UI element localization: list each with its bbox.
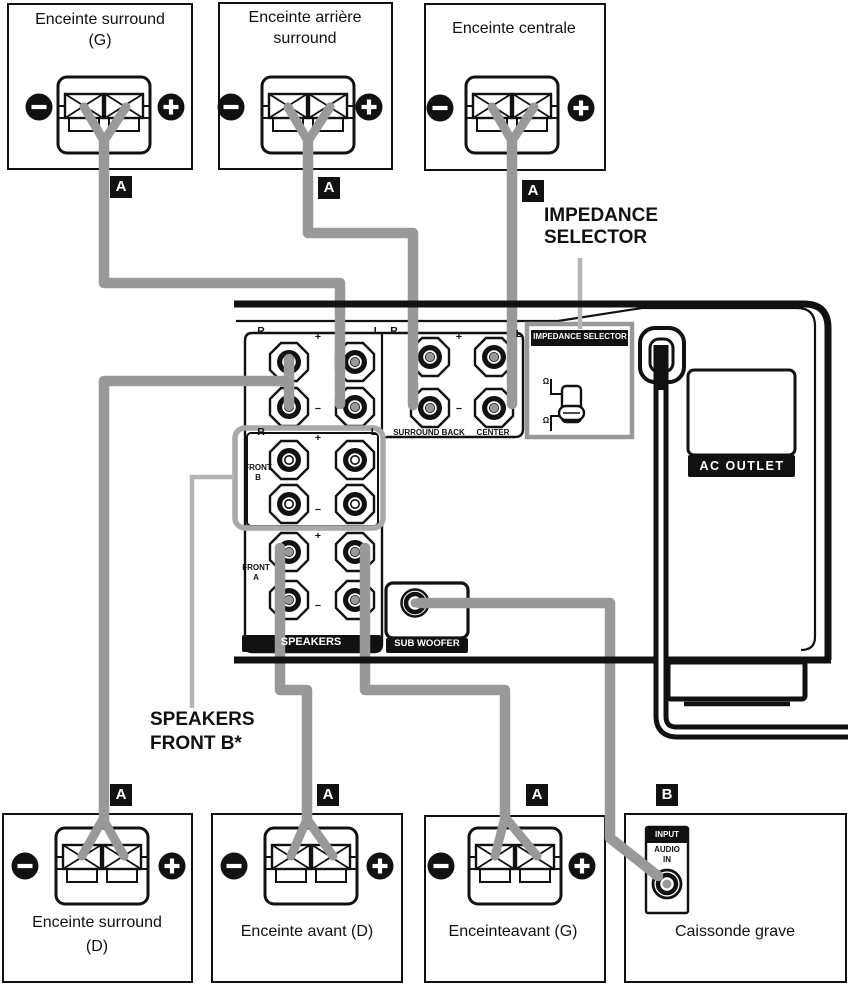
label-r: R xyxy=(390,325,398,337)
box-title: Enceinte surround xyxy=(35,11,165,28)
subwoofer-output xyxy=(384,581,470,653)
label-plus: + xyxy=(314,331,322,343)
receiver-panel xyxy=(11,75,831,915)
box-title: Enceinteavant (G) xyxy=(448,923,578,940)
badge-a: A xyxy=(318,177,340,199)
label-front-a: FRONT xyxy=(242,563,270,572)
impedance-selector-callout: IMPEDANCE xyxy=(544,205,659,226)
box-title: surround xyxy=(273,30,337,47)
label-ac-outlet: AC OUTLET xyxy=(699,459,785,473)
label-plus: + xyxy=(314,432,322,444)
speaker-wires xyxy=(77,102,664,882)
box-title: Enceinte centrale xyxy=(452,20,576,37)
wire-front-left xyxy=(359,542,511,823)
label-front-b: B xyxy=(255,473,261,482)
label-surround-back: SURROUND BACK xyxy=(393,428,465,437)
wire-front-right xyxy=(274,542,313,826)
callout-lines xyxy=(189,258,583,708)
label-speakers: SPEAKERS xyxy=(280,636,342,648)
label-audio: AUDIO xyxy=(654,845,680,854)
box-title: (D) xyxy=(85,938,109,955)
label-l: L xyxy=(515,328,523,340)
label-input: INPUT xyxy=(655,830,679,839)
badge-a: A xyxy=(522,180,544,202)
label-center: CENTER xyxy=(476,428,510,437)
box-title: Enceinte avant (D) xyxy=(240,923,374,940)
label-l: L xyxy=(373,325,381,337)
box-title: Enceinte arrière xyxy=(248,9,362,26)
cord-strain-relief xyxy=(638,326,686,384)
label-ohm: Ω xyxy=(542,377,550,386)
label-impedance-selector: IMPEDANCE SELECTOR xyxy=(533,332,627,341)
label-sub-woofer: SUB WOOFER xyxy=(394,638,460,649)
label-in: IN xyxy=(663,855,671,864)
label-ohm: Ω xyxy=(542,416,550,425)
label-plus: + xyxy=(455,331,463,343)
wire-surround-right xyxy=(98,353,295,826)
label-minus: − xyxy=(314,403,322,415)
receiver-foot xyxy=(665,659,808,707)
label-minus: − xyxy=(455,403,463,415)
label-front-b: FRONT xyxy=(244,463,272,472)
label-front-a: A xyxy=(253,573,259,582)
badge-a: A xyxy=(317,784,339,806)
box-title: (G) xyxy=(88,32,112,49)
box-title: Enceinte surround xyxy=(32,914,162,931)
wire-surround-left xyxy=(98,134,346,410)
speakers-front-b-callout: SPEAKERS xyxy=(150,709,255,730)
speakers-front-b-callout: FRONT B* xyxy=(150,733,242,754)
ac-outlet xyxy=(686,368,797,477)
label-r: R xyxy=(257,426,265,438)
receiver-outline xyxy=(234,300,848,740)
badge-a: A xyxy=(110,176,132,198)
badge-a: A xyxy=(526,784,548,806)
label-plus: + xyxy=(314,530,322,542)
badge-a: A xyxy=(110,784,132,806)
audio-in-panel xyxy=(644,825,690,915)
wire-strands xyxy=(77,102,542,861)
wire-tips xyxy=(78,102,672,889)
impedance-selector-callout: SELECTOR xyxy=(544,227,648,248)
wire-subwoofer xyxy=(413,597,664,882)
badge-b: B xyxy=(656,784,678,806)
label-minus: − xyxy=(314,504,322,516)
box-title: Caissonde grave xyxy=(674,923,796,940)
label-r: R xyxy=(257,325,265,337)
wire-surround-back xyxy=(302,134,419,411)
label-l: L xyxy=(370,426,378,438)
label-minus: − xyxy=(314,600,322,612)
